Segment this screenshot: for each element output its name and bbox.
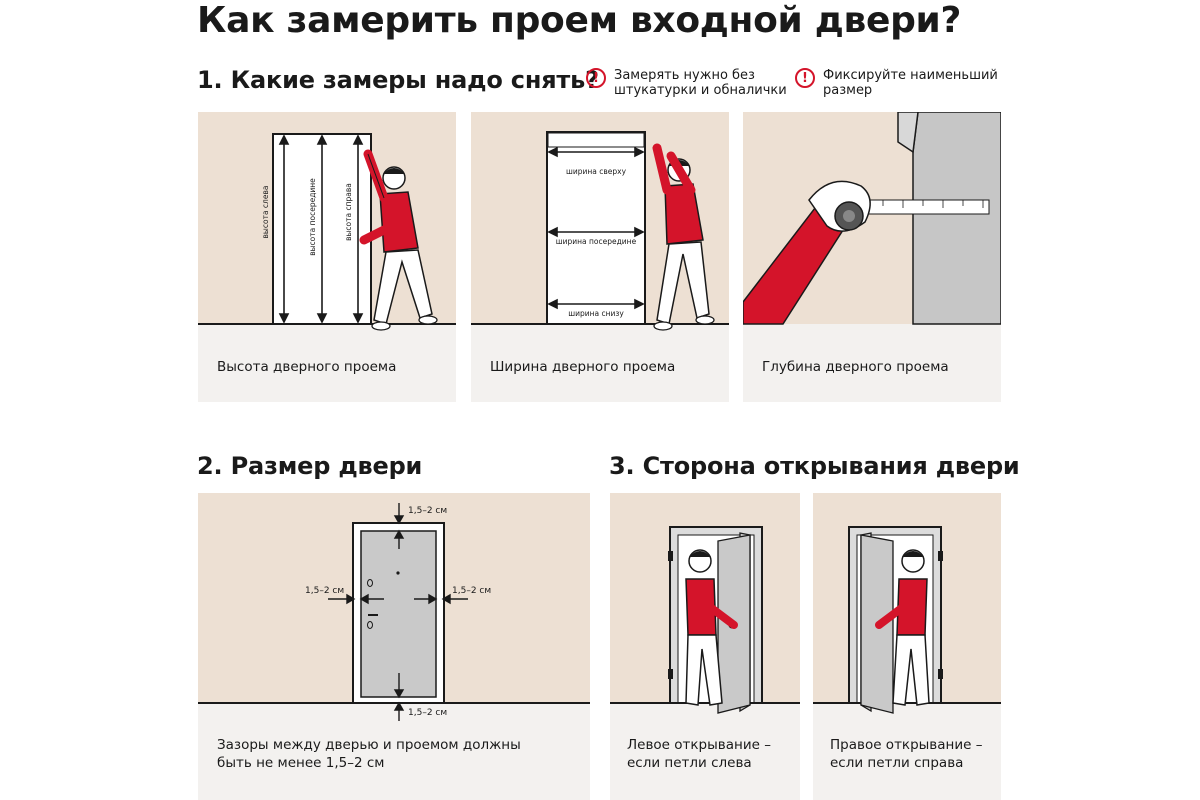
label-height-right: высота справа <box>344 183 353 241</box>
gap-top-label: 1,5–2 см <box>408 506 447 516</box>
page-title: Как замерить проем входной двери? <box>197 0 962 41</box>
height-illustration: высота слева высота посередине высота сп… <box>198 112 456 331</box>
card-door-size: 1,5–2 см 1,5–2 см 1,5–2 см 1,5–2 см Зазо… <box>198 493 590 800</box>
person-measuring-icon <box>359 149 438 331</box>
caption-left-opening: Левое открывание – если петли слева <box>627 736 771 772</box>
section-1-heading: 1. Какие замеры надо снять? <box>197 66 599 94</box>
person-icon <box>685 549 738 706</box>
gap-bottom-label: 1,5–2 см <box>408 708 447 718</box>
card-depth: Глубина дверного проема <box>743 112 1001 402</box>
note-line: Замерять нужно без <box>614 68 755 83</box>
exclamation-icon: ! <box>795 68 815 88</box>
caption-line: Зазоры между дверью и проемом должны <box>217 737 521 753</box>
caption-width: Ширина дверного проема <box>490 359 676 375</box>
gap-left-label: 1,5–2 см <box>305 586 344 596</box>
exclamation-icon: ! <box>586 68 606 88</box>
caption-line: быть не менее 1,5–2 см <box>217 755 385 771</box>
card-left-opening: Левое открывание – если петли слева <box>610 493 800 800</box>
card-height: высота слева высота посередине высота сп… <box>198 112 456 402</box>
note-line: размер <box>823 83 873 98</box>
gap-right-label: 1,5–2 см <box>452 586 491 596</box>
caption-door-gaps: Зазоры между дверью и проемом должны быт… <box>217 736 521 772</box>
caption-line: Левое открывание – <box>627 737 771 753</box>
door-gap-illustration: 1,5–2 см 1,5–2 см 1,5–2 см 1,5–2 см <box>198 493 590 721</box>
caption-line: Правое открывание – <box>830 737 983 753</box>
card-right-opening: Правое открывание – если петли справа <box>813 493 1001 800</box>
caption-right-opening: Правое открывание – если петли справа <box>830 736 983 772</box>
person-measuring-icon <box>652 143 715 331</box>
label-height-middle: высота посередине <box>308 178 317 256</box>
caption-height: Высота дверного проема <box>217 359 397 375</box>
card-width: ширина сверху ширина посередине ширина с… <box>471 112 729 402</box>
caption-line: если петли слева <box>627 755 752 771</box>
person-icon <box>875 549 930 706</box>
section-3-heading: 3. Сторона открывания двери <box>609 452 1020 480</box>
caption-line: если петли справа <box>830 755 964 771</box>
label-width-bottom: ширина снизу <box>568 309 624 318</box>
note-no-plaster: ! Замерять нужно без штукатурки и обнали… <box>586 68 787 98</box>
label-width-middle: ширина посередине <box>556 237 637 246</box>
label-height-left: высота слева <box>261 186 270 239</box>
section-2-heading: 2. Размер двери <box>197 452 423 480</box>
caption-depth: Глубина дверного проема <box>762 359 949 375</box>
width-illustration: ширина сверху ширина посередине ширина с… <box>471 112 729 331</box>
note-line: штукатурки и обналички <box>614 83 787 98</box>
depth-illustration <box>743 112 1001 325</box>
note-line: Фиксируйте наименьший <box>823 68 998 83</box>
label-width-top: ширина сверху <box>566 167 627 176</box>
right-opening-illustration <box>813 493 1001 714</box>
note-smallest-size: ! Фиксируйте наименьший размер <box>795 68 998 98</box>
left-opening-illustration <box>610 493 800 714</box>
